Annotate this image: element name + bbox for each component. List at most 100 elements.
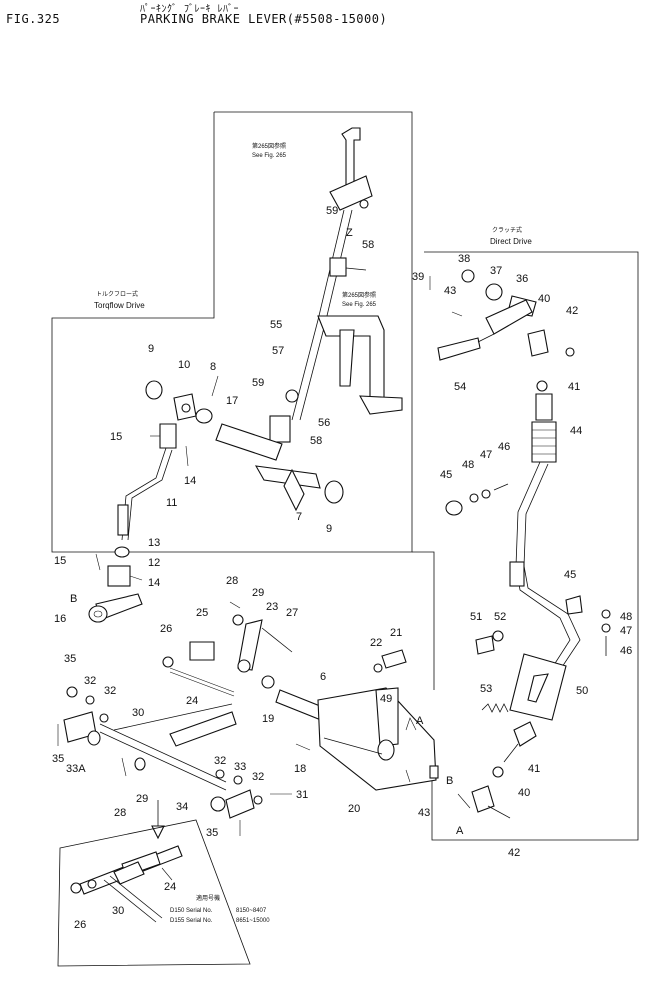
figure-number: FIG.325 xyxy=(6,12,61,26)
part-label: 9 xyxy=(326,523,332,535)
part-label: 26 xyxy=(160,623,172,635)
part-label: 54 xyxy=(454,381,466,393)
ref-mid-jp: 第265図参照 xyxy=(342,291,376,299)
part-label: 48 xyxy=(620,611,632,623)
section-frames xyxy=(51,111,639,841)
part-label: 58 xyxy=(362,239,374,251)
part-label: 11 xyxy=(166,497,177,509)
torqflow-linkage xyxy=(88,127,403,623)
part-label: 24 xyxy=(186,695,198,707)
part-label: A xyxy=(416,715,424,727)
part-label: 44 xyxy=(570,425,582,437)
part-label: 32 xyxy=(104,685,116,697)
part-label: 27 xyxy=(286,607,298,619)
torqflow-label-jp: トルクフロー式 xyxy=(96,290,138,298)
part-label: 57 xyxy=(272,345,284,357)
part-label: 20 xyxy=(348,803,360,815)
part-label: 45 xyxy=(440,469,452,481)
ref-top: See Fig. 265 xyxy=(252,153,287,159)
part-label: 22 xyxy=(370,637,382,649)
part-label: 41 xyxy=(568,381,580,393)
part-label: 35 xyxy=(206,827,218,839)
part-label: 16 xyxy=(54,613,66,625)
part-label: 29 xyxy=(252,587,264,599)
part-label: 35 xyxy=(64,653,76,665)
ref-top-jp: 第265図参照 xyxy=(252,142,286,150)
direct-label: Direct Drive xyxy=(490,237,532,246)
part-label: 49 xyxy=(380,693,392,705)
part-label: 46 xyxy=(620,645,632,657)
part-label: 33 xyxy=(234,761,246,773)
part-label: 34 xyxy=(176,801,188,813)
part-label: 17 xyxy=(226,395,238,407)
page-title: PARKING BRAKE LEVER(#5508-15000) xyxy=(140,12,388,26)
part-label: 33A xyxy=(66,763,86,775)
part-label: 43 xyxy=(418,807,430,819)
part-label: 48 xyxy=(462,459,474,471)
part-label: 40 xyxy=(538,293,550,305)
part-label: 47 xyxy=(620,625,632,637)
part-label: 35 xyxy=(52,753,64,765)
part-label: 18 xyxy=(294,763,306,775)
part-label: 10 xyxy=(178,359,190,371)
part-label: Z xyxy=(346,227,353,239)
title-japanese: ﾊﾟｰｷﾝｸﾞ ﾌﾞﾚｰｷ ﾚﾊﾞｰ xyxy=(140,4,240,15)
part-label: 40 xyxy=(518,787,530,799)
part-label: 28 xyxy=(226,575,238,587)
part-label: 15 xyxy=(54,555,66,567)
part-label: 38 xyxy=(458,253,470,265)
torqflow-label: Torqflow Drive xyxy=(94,301,145,310)
part-label: 51 xyxy=(470,611,482,623)
part-label: 15 xyxy=(110,431,122,443)
serial-d155-label: D155 Serial No. xyxy=(170,918,213,924)
cross-shaft-assembly xyxy=(57,686,292,840)
brake-lever-assembly xyxy=(113,601,439,791)
part-label: 25 xyxy=(196,607,208,619)
part-label: 50 xyxy=(576,685,588,697)
part-label: 8 xyxy=(210,361,216,373)
part-label: 12 xyxy=(148,557,160,569)
part-label: 56 xyxy=(318,417,330,429)
serial-heading: 適用号機 xyxy=(196,894,220,902)
part-label: 45 xyxy=(564,569,576,581)
part-label: 19 xyxy=(262,713,274,725)
part-label: 14 xyxy=(148,577,160,589)
part-label: 39 xyxy=(412,271,424,283)
part-label: 59 xyxy=(252,377,264,389)
part-label: A xyxy=(456,825,464,837)
direct-label-jp: クラッチ式 xyxy=(492,226,522,234)
part-label: 32 xyxy=(252,771,264,783)
part-label: 32 xyxy=(214,755,226,767)
part-label: 47 xyxy=(480,449,492,461)
serial-d155-range: 8651~15000 xyxy=(236,918,270,924)
part-label: 32 xyxy=(84,675,96,687)
part-label: 36 xyxy=(516,273,528,285)
direct-drive-linkage xyxy=(429,269,611,819)
part-label: 24 xyxy=(164,881,176,893)
part-label: 9 xyxy=(148,343,154,355)
part-label: 31 xyxy=(296,789,308,801)
part-label: 23 xyxy=(266,601,278,613)
part-labels: 9 10 8 15 17 14 11 13 12 15 14 B 16 55 5… xyxy=(52,205,632,931)
part-label: 6 xyxy=(320,671,326,683)
part-label: 14 xyxy=(184,475,196,487)
ref-mid: See Fig. 265 xyxy=(342,302,377,308)
part-label: B xyxy=(70,593,77,605)
part-label: 42 xyxy=(566,305,578,317)
part-label: 7 xyxy=(296,511,302,523)
part-label: 46 xyxy=(498,441,510,453)
part-label: 55 xyxy=(270,319,282,331)
part-label: 30 xyxy=(132,707,144,719)
applicable-inset xyxy=(57,819,251,967)
part-label: B xyxy=(446,775,453,787)
part-label: 59 xyxy=(326,205,338,217)
part-label: 26 xyxy=(74,919,86,931)
part-label: 58 xyxy=(310,435,322,447)
part-label: 37 xyxy=(490,265,502,277)
part-label: 42 xyxy=(508,847,520,859)
part-label: 41 xyxy=(528,763,540,775)
serial-d150-label: D150 Serial No. xyxy=(170,908,213,914)
part-label: 13 xyxy=(148,537,160,549)
part-label: 28 xyxy=(114,807,126,819)
